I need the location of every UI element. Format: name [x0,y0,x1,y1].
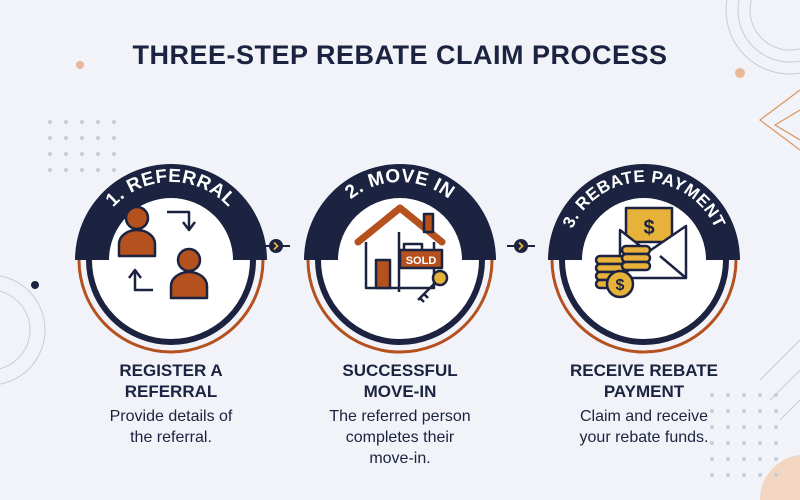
decor-dot [112,136,116,140]
step-2-desc-line-1: The referred person [329,408,471,425]
decor-dot [710,425,714,429]
decor-dot [64,152,68,156]
decor-dot [774,473,778,477]
decor-dot [48,136,52,140]
decor-dot [112,120,116,124]
decor-dot [774,425,778,429]
step-2-move-in: 2. MOVE IN SOLD [300,160,500,360]
step-3-title-line-1: RECEIVE REBATE [570,361,718,380]
step-3-rebate-payment: 3. REBATE PAYMENT $ $ [544,160,744,360]
decor-dot [48,120,52,124]
decor-dot [112,152,116,156]
step-2-badge [304,164,496,260]
decor-dot [64,168,68,172]
step-1-badge [75,164,267,260]
step-2-description: The referred person completes their move… [290,406,510,469]
sold-sign [398,248,444,270]
step-1-title-line-1: REGISTER A [119,361,223,380]
step-3-badge [548,164,740,260]
envelope-coins-icon: $ $ [594,206,688,299]
step-3-description: Claim and receive your rebate funds. [534,406,754,448]
decor-dot [774,409,778,413]
step-2-graphic: 2. MOVE IN SOLD [304,164,496,354]
step-1-referral: 1. REFERRAL [71,160,271,360]
step-2-desc-line-3: move-in. [369,450,431,467]
decor-dot [64,136,68,140]
page-title: THREE-STEP REBATE CLAIM PROCESS [132,40,668,70]
decor-dot [758,409,762,413]
step-3-title: RECEIVE REBATE PAYMENT [534,360,754,402]
step-3-graphic: 3. REBATE PAYMENT $ $ [548,164,740,354]
connector-arrow-2 [507,239,535,253]
step-2-title-line-2: MOVE-IN [363,382,437,401]
decor-dot [726,473,730,477]
decor-dot [726,409,730,413]
decor-dot [774,441,778,445]
decor-dot [48,168,52,172]
decor-dot [742,425,746,429]
decor-dot [48,152,52,156]
decor-dot [710,457,714,461]
decor-dot [758,425,762,429]
decor-dot [710,473,714,477]
step-2-desc-line-2: completes their [345,429,455,446]
decor-dot [758,393,762,397]
decor-dot [80,152,84,156]
step-3-desc-line-2: your rebate funds. [579,429,709,446]
decor-dot [710,393,714,397]
step-1-desc-line-2: the referral. [130,429,212,446]
decor-dot [96,152,100,156]
decor-dot [726,393,730,397]
svg-text:$: $ [616,277,625,294]
decor-dot [758,441,762,445]
decor-dot [96,168,100,172]
decor-dot [742,409,746,413]
step-2-title-line-1: SUCCESSFUL [342,361,458,380]
house-sold-key-icon: SOLD [354,204,449,303]
step-1-description: Provide details of the referral. [61,406,281,448]
decor-dot [96,136,100,140]
decor-dot [112,168,116,172]
step-1-title-line-2: REFERRAL [124,382,218,401]
decor-dot [742,393,746,397]
step-3-title-line-2: PAYMENT [603,382,685,401]
decor-dot [64,120,68,124]
chevron-right-icon [273,241,279,251]
decor-dot [96,120,100,124]
decor-dot [80,136,84,140]
decor-dot [726,441,730,445]
svg-text:$: $ [643,217,654,239]
decor-dot [80,168,84,172]
referral-people-icon [117,205,209,300]
decor-dot [710,441,714,445]
decor-dot [758,473,762,477]
decor-dot [80,120,84,124]
chevron-right-icon [518,241,524,251]
step-1-title: REGISTER A REFERRAL [61,360,281,402]
decor-dot [726,457,730,461]
decor-dot [726,425,730,429]
sold-sign-label: SOLD [406,255,437,267]
step-1-graphic: 1. REFERRAL [75,164,267,354]
decor-dot [742,441,746,445]
step-2-title: SUCCESSFUL MOVE-IN [290,360,510,402]
step-3-desc-line-1: Claim and receive [579,408,709,425]
step-1-desc-line-1: Provide details of [109,408,233,425]
connector-arrow-1 [262,239,290,253]
decor-dot [742,457,746,461]
decor-dot [710,409,714,413]
decor-dot [774,393,778,397]
decor-dot [774,457,778,461]
decor-dot [742,473,746,477]
decor-dot [758,457,762,461]
